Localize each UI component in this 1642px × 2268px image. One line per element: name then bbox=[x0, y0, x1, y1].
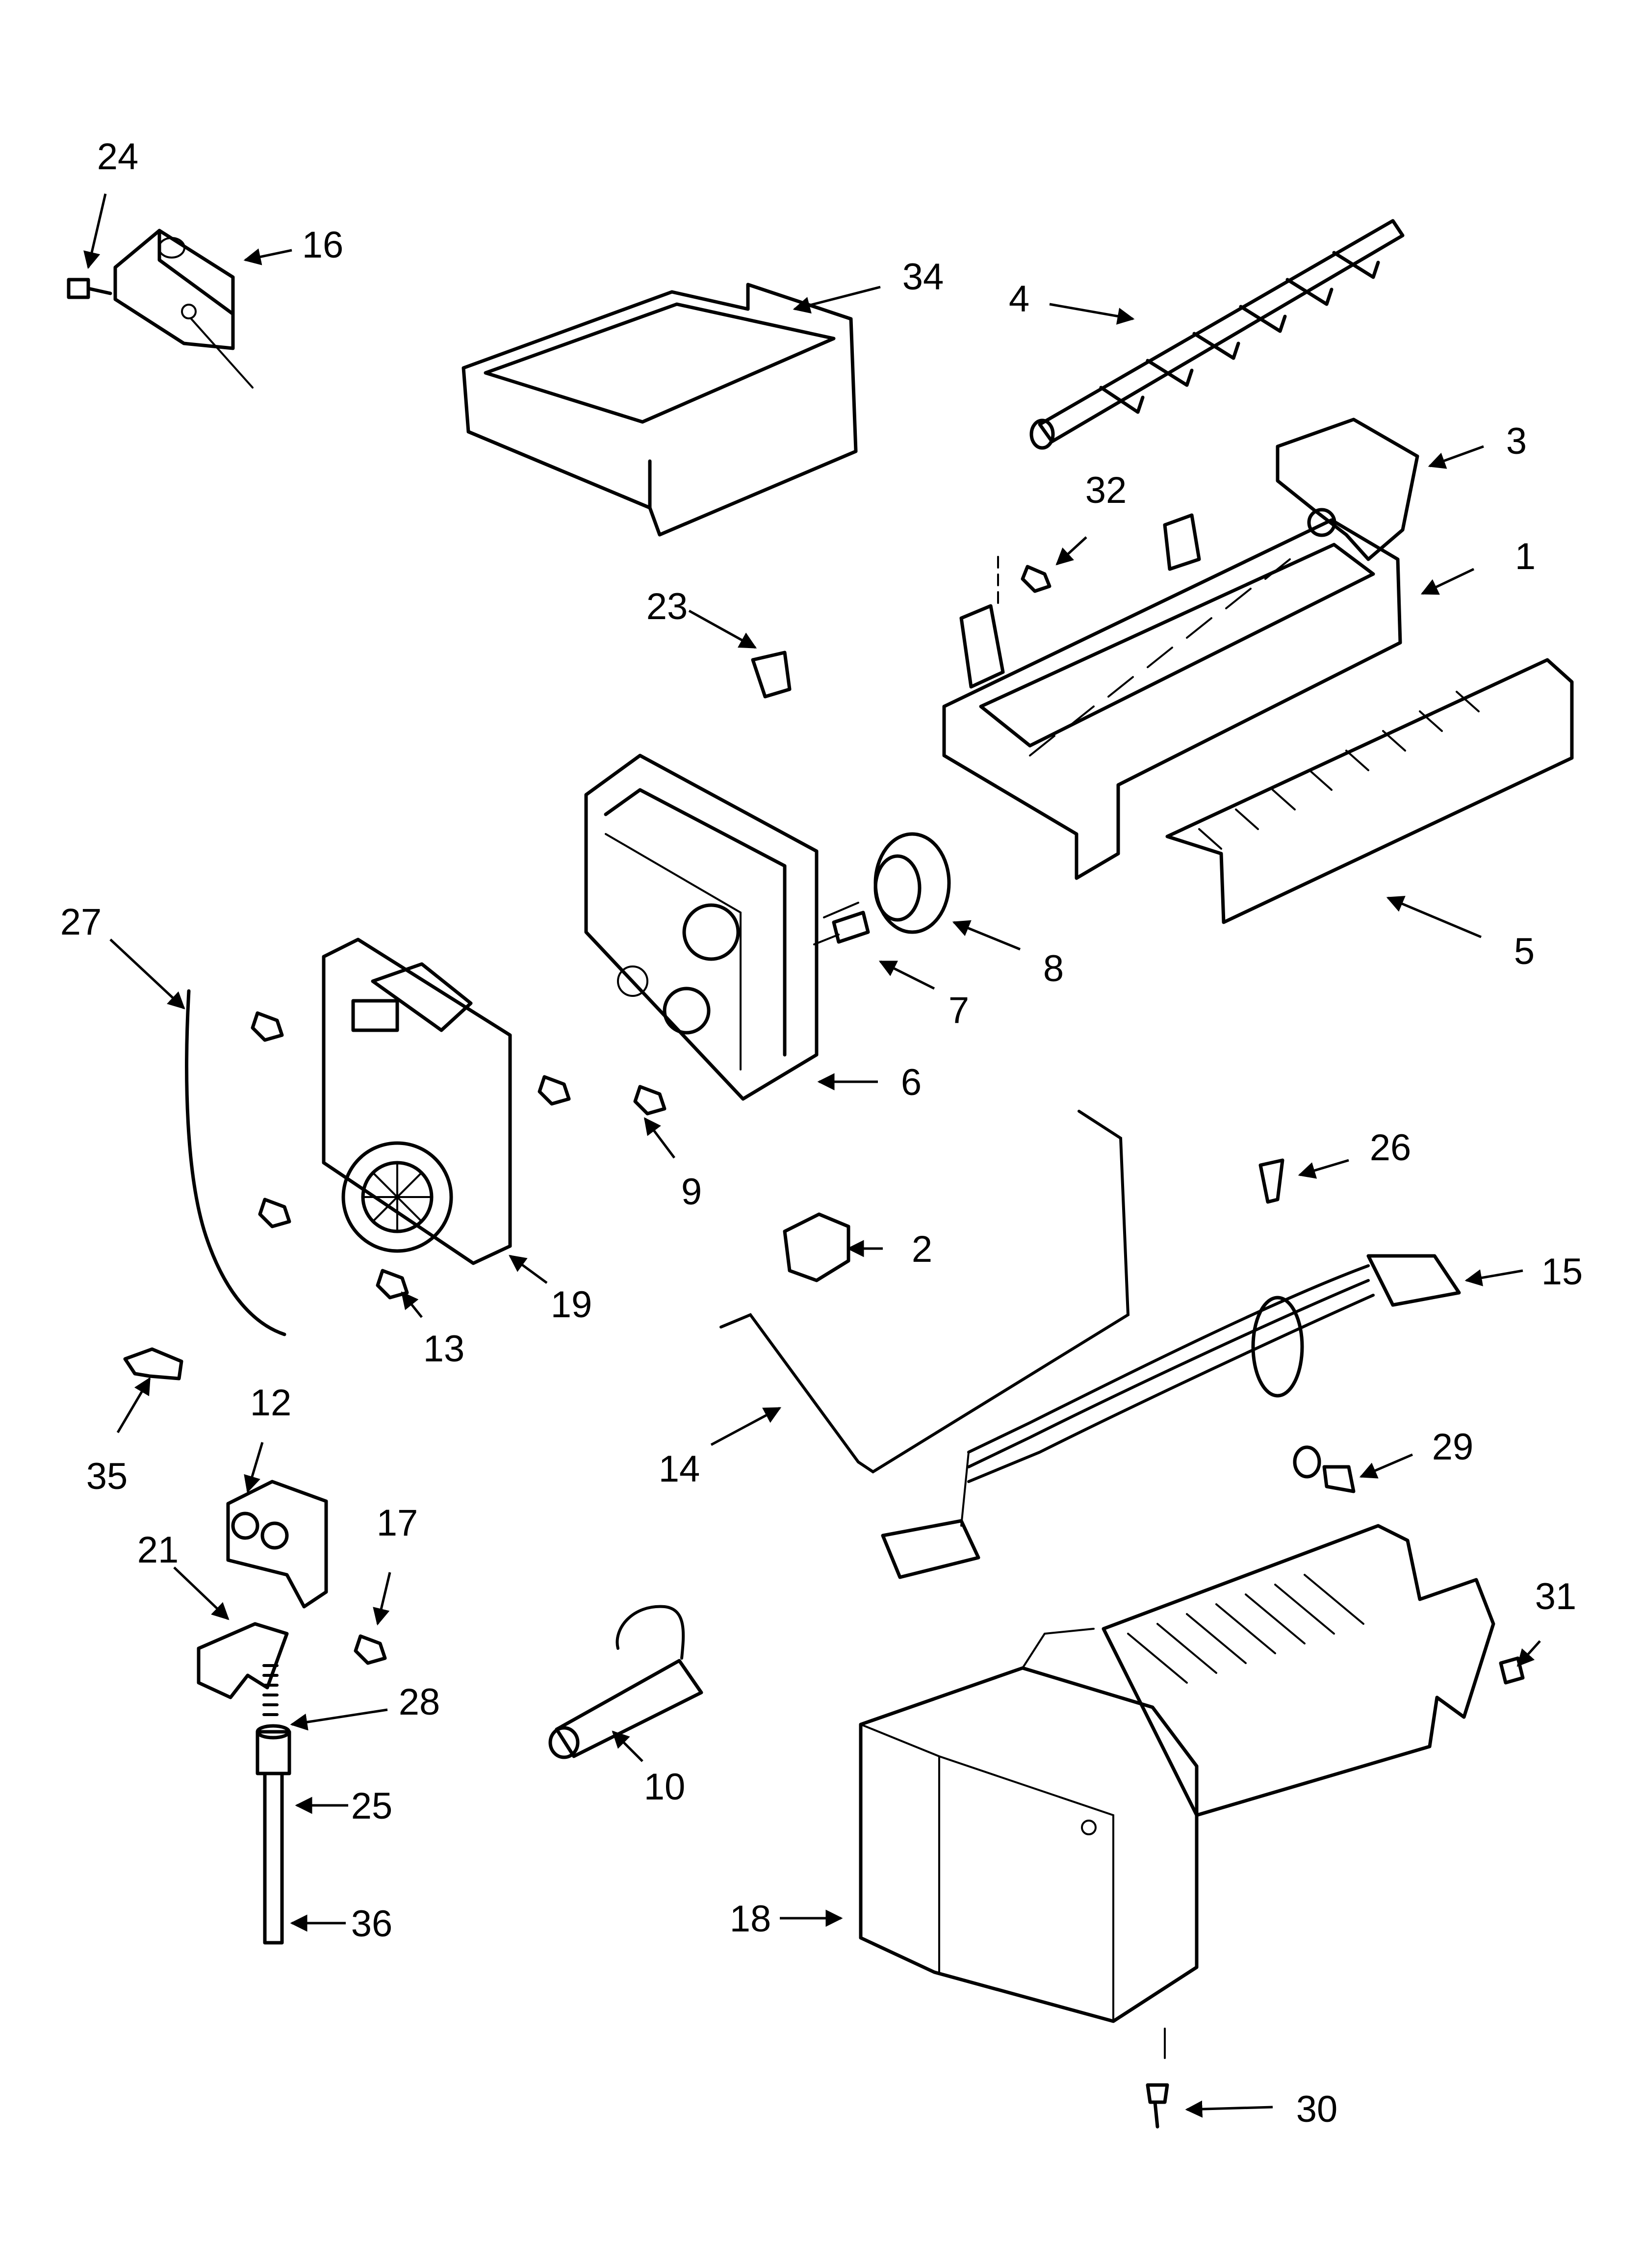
tube-part-27 bbox=[185, 989, 286, 1336]
callouts-layer: 1 2 3 4 5 6 7 8 9 10 12 13 14 15 16 17 1 bbox=[60, 136, 1583, 2130]
stripper-part-5 bbox=[1165, 658, 1574, 924]
thermostat-part-7 bbox=[813, 911, 870, 945]
bracket-part-16 bbox=[113, 229, 254, 389]
clip-part-35 bbox=[123, 1347, 183, 1381]
callout-5: 5 bbox=[1514, 931, 1535, 972]
callout-7: 7 bbox=[949, 990, 969, 1031]
screw-part-30 bbox=[1146, 2028, 1169, 2129]
callout-14: 14 bbox=[659, 1448, 700, 1490]
fill-tube-part-10 bbox=[548, 1605, 703, 1759]
callout-15: 15 bbox=[1541, 1251, 1583, 1293]
plug-part-26 bbox=[1258, 1158, 1284, 1204]
motor-part-8 bbox=[823, 832, 951, 934]
spring-part-28 bbox=[262, 1664, 279, 1716]
shutoff-arm-part-14 bbox=[719, 1110, 1130, 1474]
callout-25: 25 bbox=[351, 1785, 393, 1827]
callout-10: 10 bbox=[644, 1766, 686, 1808]
callout-18: 18 bbox=[730, 1898, 771, 1940]
mold-part-1 bbox=[942, 513, 1402, 880]
module-frame-part-31 bbox=[1102, 1524, 1525, 1817]
callout-36: 36 bbox=[351, 1903, 393, 1945]
ice-bin-part-34 bbox=[462, 283, 858, 537]
module-plate-part-9 bbox=[322, 938, 512, 1265]
clip-part-2 bbox=[783, 1212, 850, 1282]
callout-16: 16 bbox=[302, 224, 344, 266]
bracket-part-21 bbox=[197, 1622, 289, 1699]
clamp-part-29 bbox=[1293, 1445, 1356, 1493]
callout-4: 4 bbox=[1009, 278, 1029, 320]
callout-8: 8 bbox=[1043, 948, 1064, 990]
wire-harness-part-15 bbox=[881, 1254, 1461, 1579]
callout-24: 24 bbox=[97, 136, 139, 178]
ejector-blade-part-4 bbox=[1029, 219, 1405, 450]
tube-part-36 bbox=[263, 1772, 284, 1945]
callout-2: 2 bbox=[912, 1228, 932, 1270]
screw-part-24 bbox=[67, 278, 112, 299]
callout-19: 19 bbox=[551, 1284, 592, 1326]
callout-21: 21 bbox=[137, 1529, 179, 1571]
callout-13: 13 bbox=[423, 1328, 465, 1370]
callout-29: 29 bbox=[1432, 1426, 1474, 1468]
callout-1: 1 bbox=[1515, 536, 1536, 577]
housing-part-6 bbox=[584, 754, 819, 1101]
screw-part-17 bbox=[354, 1634, 387, 1665]
callout-28: 28 bbox=[399, 1681, 440, 1723]
nut-part-25 bbox=[256, 1724, 291, 1775]
callout-34: 34 bbox=[902, 256, 944, 298]
water-valve-part-12 bbox=[226, 1480, 328, 1609]
cover-part-3 bbox=[1276, 417, 1419, 561]
callout-6: 6 bbox=[901, 1062, 922, 1103]
clip-part-23 bbox=[751, 651, 792, 699]
callout-12: 12 bbox=[250, 1382, 292, 1424]
callout-17: 17 bbox=[377, 1502, 418, 1544]
callout-31: 31 bbox=[1535, 1576, 1577, 1617]
callout-9: 9 bbox=[681, 1171, 702, 1213]
callout-27: 27 bbox=[60, 901, 102, 943]
callout-3: 3 bbox=[1506, 420, 1527, 462]
callout-30: 30 bbox=[1296, 2088, 1338, 2130]
cover-part-18 bbox=[859, 1628, 1199, 2023]
screw-part-32 bbox=[997, 556, 1052, 609]
callout-23: 23 bbox=[646, 586, 688, 627]
screws-group bbox=[251, 1011, 667, 1300]
callout-35: 35 bbox=[86, 1456, 128, 1497]
callout-32: 32 bbox=[1085, 469, 1127, 511]
callout-26: 26 bbox=[1370, 1127, 1411, 1169]
